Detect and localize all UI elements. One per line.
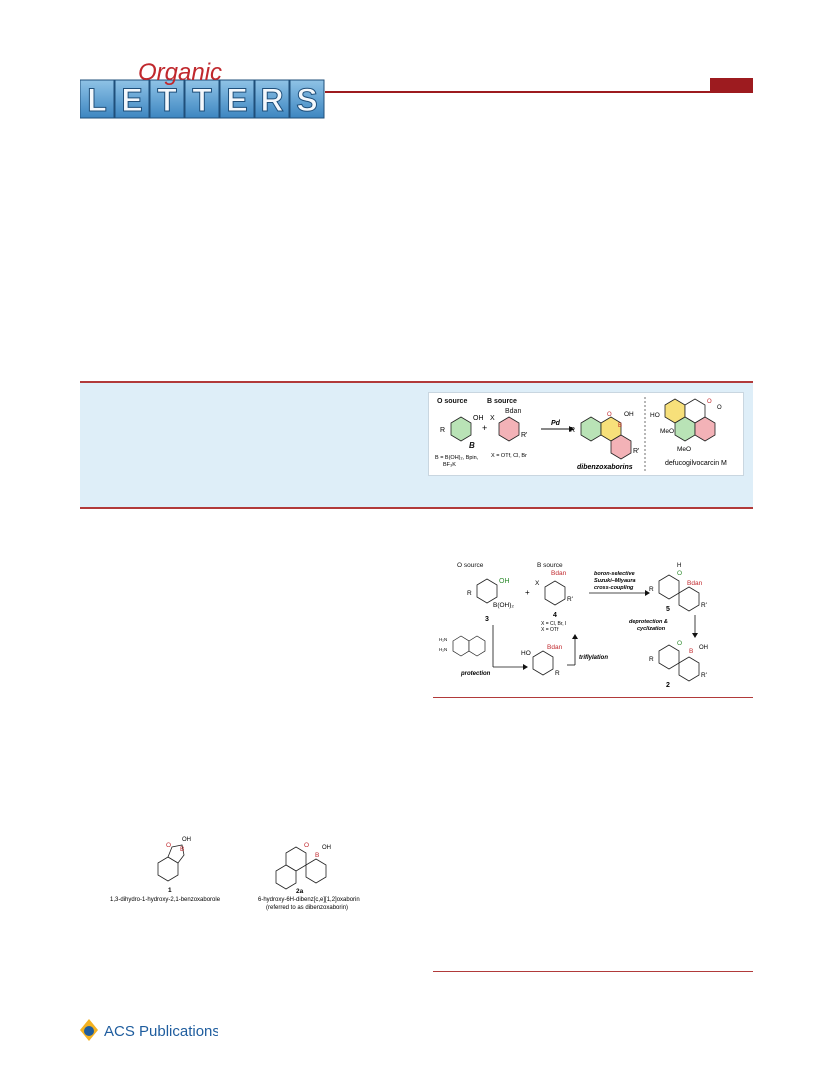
plus-sign: +: [482, 423, 487, 433]
toc-graphic: O source B source OH B R B = B(OH)₂, Bpi…: [428, 392, 744, 476]
b-symbol: B: [469, 441, 475, 450]
scheme-rprime-5: R': [701, 602, 707, 609]
logo-letter: E: [226, 82, 247, 118]
scheme-o-2: O: [677, 640, 682, 647]
scheme-1: O source B source OH B(OH)₂ R 3 + Bdan X…: [439, 562, 708, 689]
scheme-r-2: R: [649, 656, 654, 663]
scheme-oh: OH: [499, 578, 510, 585]
logo-letter: S: [296, 82, 317, 118]
scheme-o: O: [677, 570, 682, 577]
nat-o: O: [707, 399, 712, 405]
fig1-oh: OH: [182, 837, 191, 843]
o-source-label: O source: [437, 398, 467, 405]
scheme-rprime-2: R': [701, 672, 707, 679]
scheme-1-rule: [433, 697, 753, 698]
bdan-label: Bdan: [505, 408, 521, 415]
oh-label: OH: [473, 415, 484, 422]
scheme-bdan-5: Bdan: [687, 580, 703, 587]
arrow2-text-b: cyclization: [637, 626, 666, 632]
scheme-bdan-int: Bdan: [547, 644, 563, 651]
r-label: R: [440, 427, 445, 434]
header-tab: [710, 78, 753, 92]
acs-publications-logo: ACS Publications: [80, 1019, 218, 1041]
triflylation-label: triflylation: [579, 655, 608, 661]
scheme-b-2: B: [689, 648, 693, 655]
scheme-r-int: R: [555, 670, 560, 677]
rprime-label: R': [521, 432, 527, 439]
b-source-label: B source: [487, 398, 517, 405]
fig2a-b: B: [315, 852, 319, 859]
scheme-oh-2: OH: [699, 645, 708, 651]
fig1-o: O: [166, 842, 171, 849]
arrow1-text-a: boron-selective: [594, 571, 635, 577]
scheme-boh2: B(OH)₂: [493, 602, 514, 609]
meo-label-2: MeO: [677, 446, 691, 453]
x-label: X: [490, 415, 495, 422]
scheme-x-note-a: X = Cl, Br, I: [541, 621, 566, 627]
compound-1-name: 1,3-dihydro-1-hydroxy-2,1-benzoxaborole: [110, 897, 221, 903]
logo-letter: T: [192, 82, 212, 118]
ring-o: O: [607, 412, 612, 418]
logo-letter-tiles: [80, 79, 325, 119]
logo-letter: R: [260, 82, 283, 118]
scheme-x: X: [535, 580, 540, 587]
scheme-plus: +: [525, 588, 530, 597]
compound-4-label: 4: [553, 612, 557, 619]
acs-emblem-icon: [80, 1019, 98, 1041]
compound-3-label: 3: [485, 616, 489, 623]
scheme-1-bottom-rule: [433, 971, 753, 972]
scheme-rprime: R': [567, 596, 573, 603]
scheme-h: H: [677, 563, 681, 569]
scheme-bdan: Bdan: [551, 570, 567, 577]
arrow2-text-a: deprotection &: [629, 619, 668, 625]
pd-label: Pd: [551, 420, 561, 427]
compound-5-label: 5: [666, 606, 670, 613]
arrow1-text-b: Suzuki–Miyaura: [594, 578, 636, 584]
compound-2a-note: (referred to as dibenzoxaborin): [266, 905, 348, 911]
b-note-2: BF₃K: [443, 462, 456, 468]
logo-letter: L: [87, 82, 107, 118]
logo-organic-word: Organic: [138, 59, 222, 86]
arrow1-text-c: cross-coupling: [594, 585, 634, 591]
ring-b: B: [618, 423, 622, 429]
meo-label-1: MeO: [660, 428, 674, 435]
fig1-b: B: [180, 846, 184, 853]
natural-product-label: defucogilvocarcin M: [665, 460, 727, 467]
b-note: B = B(OH)₂, Bpin,: [435, 455, 479, 461]
scheme-x-note-b: X = OTf: [541, 627, 559, 633]
product-rprime: R': [633, 448, 639, 455]
fig2a-o: O: [304, 842, 309, 849]
figure-1: O B OH 1 1,3-dihydro-1-hydroxy-2,1-benzo…: [110, 837, 360, 911]
scheme-r: R: [467, 590, 472, 597]
x-note: X = OTf, Cl, Br: [491, 453, 527, 459]
logo-letter: E: [121, 82, 142, 118]
journal-logo: L E T T E R S Organic: [80, 59, 325, 119]
product-label: dibenzoxaborins: [577, 464, 633, 471]
scheme-nh2-b: H₂N: [439, 647, 447, 652]
nat-o2: O: [717, 405, 722, 411]
compound-2a-name: 6-hydroxy-6H-dibenz[c,e][1,2]oxaborin: [258, 897, 360, 903]
ring-oh: OH: [624, 411, 634, 418]
scheme-ho: HO: [521, 650, 531, 657]
ho-label: HO: [650, 412, 660, 419]
scheme-nh2-a: H₂N: [439, 637, 447, 642]
scheme-r-5: R: [649, 586, 654, 593]
fig2a-oh: OH: [322, 845, 331, 851]
compound-2-label: 2: [666, 682, 670, 689]
compound-1-label: 1: [168, 887, 172, 894]
logo-letter: T: [157, 82, 177, 118]
scheme-o-source: O source: [457, 562, 484, 569]
product-r: R: [570, 427, 575, 434]
compound-2a-label: 2a: [296, 888, 304, 895]
header-rule: [325, 91, 753, 93]
publisher-name: ACS Publications: [104, 1023, 218, 1040]
scheme-b-source: B source: [537, 562, 563, 569]
protection-label: protection: [460, 671, 491, 677]
